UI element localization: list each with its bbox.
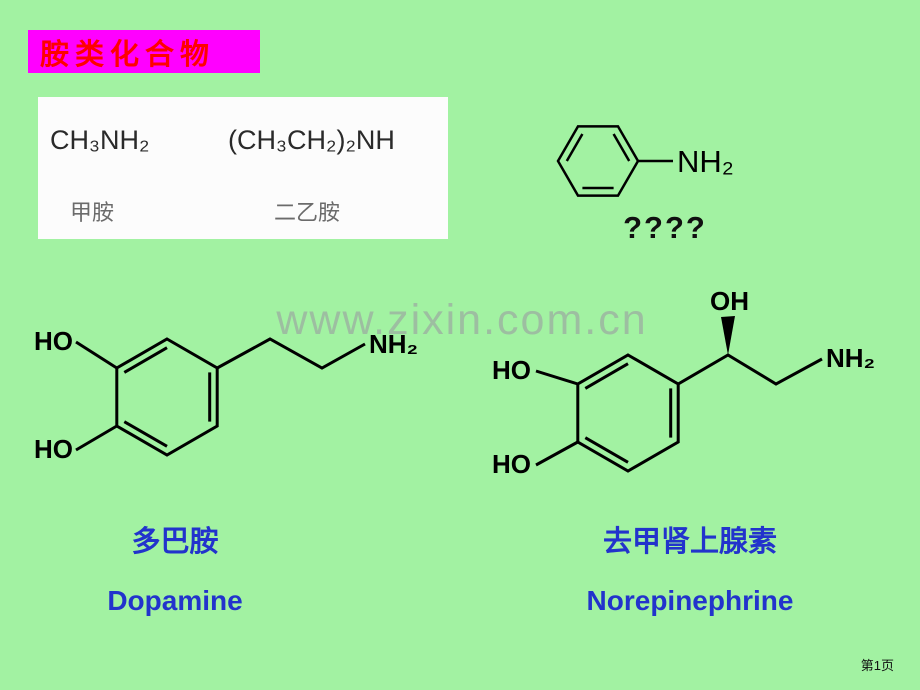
ho-top-bond bbox=[75, 340, 118, 370]
benzene-ring bbox=[115, 337, 219, 457]
double-bond bbox=[565, 133, 584, 162]
nh2-label: NH₂ bbox=[677, 144, 734, 179]
double-bond bbox=[123, 420, 168, 448]
ho-bottom-bond bbox=[75, 424, 118, 452]
page-number: 第1页 bbox=[860, 658, 894, 673]
ho-top-label: HO bbox=[34, 326, 73, 356]
formula-diethylamine-name: 二乙胺 bbox=[274, 200, 341, 225]
double-bond bbox=[584, 362, 629, 390]
ho-bottom-bond bbox=[535, 440, 579, 467]
oh-label: OH bbox=[710, 286, 749, 316]
formula-panel: CH₃NH₂ (CH₃CH₂)₂NH 甲胺 二乙胺 bbox=[38, 97, 448, 239]
norepinephrine-structure: OH HO HO NH₂ bbox=[492, 286, 875, 479]
watermark: www.zixin.com.cn bbox=[276, 296, 648, 344]
ho-bottom-label: HO bbox=[34, 434, 73, 464]
formula-methylamine-name: 甲胺 bbox=[70, 200, 115, 225]
formula-methylamine: CH₃NH₂ bbox=[50, 125, 150, 155]
dopamine-name-en: Dopamine bbox=[107, 585, 243, 616]
ho-top-bond bbox=[535, 369, 579, 386]
benzene-ring bbox=[576, 353, 680, 473]
nh2-label: NH₂ bbox=[826, 343, 875, 373]
norepinephrine-name-zh: 去甲肾上腺素 bbox=[602, 526, 777, 558]
question-marks: ???? bbox=[623, 210, 707, 245]
stereo-wedge-bond bbox=[721, 316, 735, 355]
benzene-ring bbox=[556, 125, 640, 197]
aniline-structure: NH₂ bbox=[556, 125, 734, 197]
ho-bottom-label: HO bbox=[492, 449, 531, 479]
ho-top-label: HO bbox=[492, 355, 531, 385]
double-bond bbox=[123, 346, 168, 374]
formula-diethylamine: (CH₃CH₂)₂NH bbox=[228, 125, 395, 155]
nh2-label: NH₂ bbox=[369, 329, 418, 359]
slide-title: 胺类化合物 bbox=[28, 30, 260, 73]
side-chain bbox=[677, 353, 823, 386]
dopamine-structure: HO HO NH₂ bbox=[34, 326, 418, 464]
double-bond bbox=[612, 133, 631, 162]
side-chain bbox=[216, 337, 366, 370]
norepinephrine-name-en: Norepinephrine bbox=[586, 585, 794, 616]
double-bond bbox=[584, 436, 629, 464]
dopamine-name-zh: 多巴胺 bbox=[131, 526, 219, 558]
